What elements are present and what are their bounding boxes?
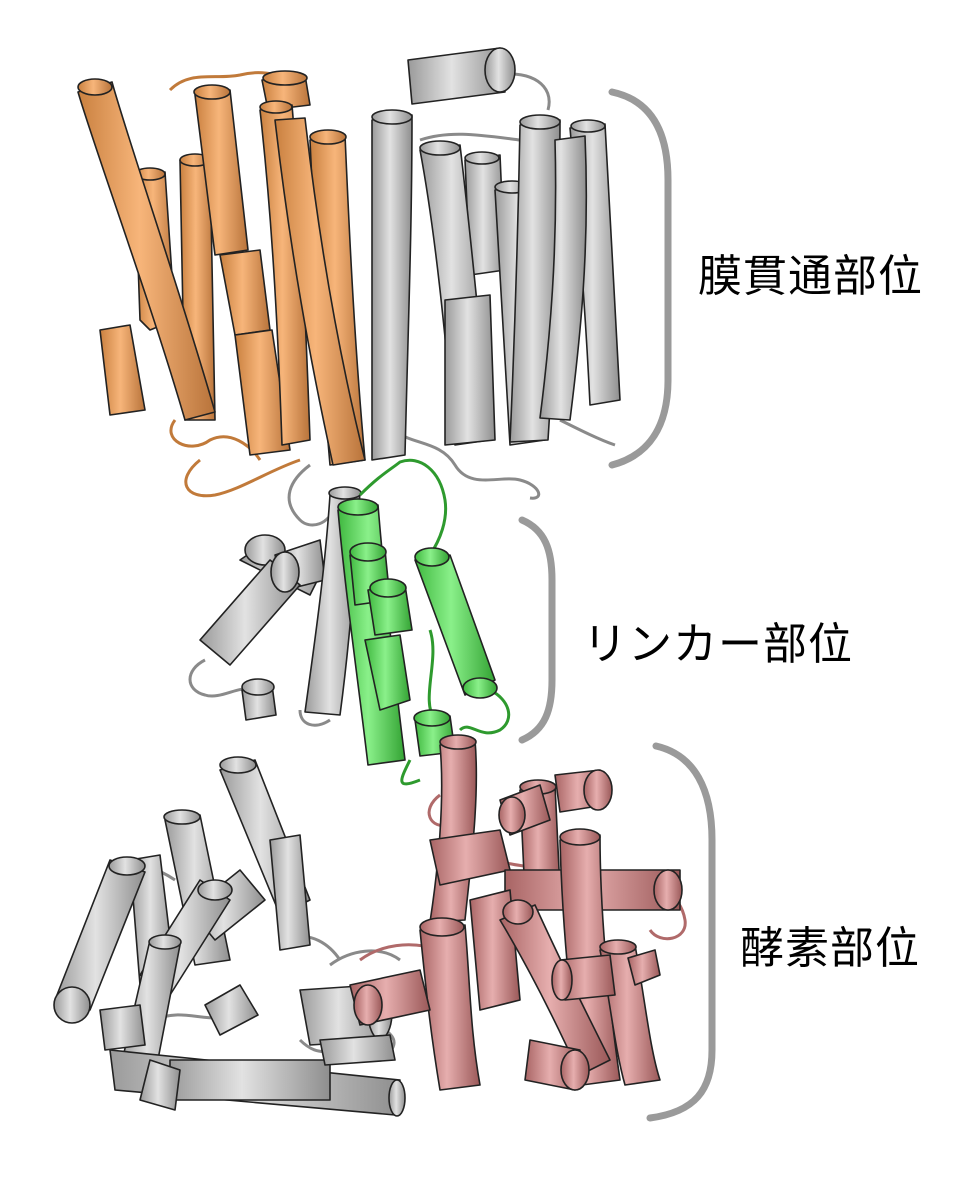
label-transmembrane: 膜貫通部位 xyxy=(698,251,923,302)
brackets xyxy=(518,88,716,1122)
label-enzyme: 酵素部位 xyxy=(740,923,920,974)
enzyme-domain xyxy=(53,734,687,1117)
bracket-enzyme xyxy=(646,742,716,1122)
transmembrane-domain xyxy=(77,47,621,500)
bracket-linker xyxy=(518,516,556,744)
bracket-transmembrane xyxy=(608,88,672,469)
label-linker: リンカー部位 xyxy=(583,619,853,670)
linker-domain xyxy=(188,458,511,786)
